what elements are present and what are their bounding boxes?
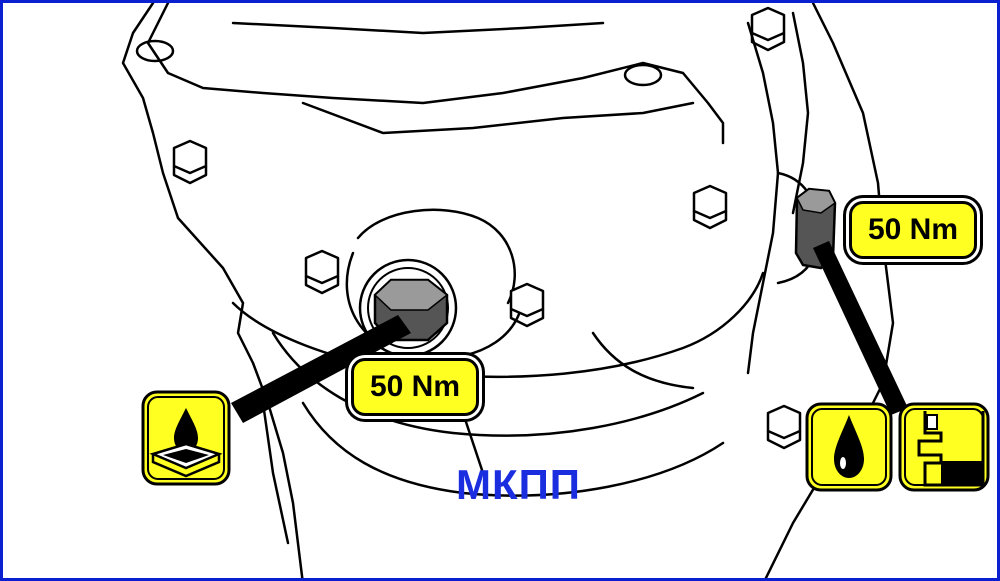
gearbox-title: МКПП — [456, 461, 581, 508]
fill-level-icon — [897, 401, 991, 493]
bolt — [692, 184, 728, 230]
torque-label-drain: 50 Nm — [351, 358, 479, 416]
oil-drain-icon — [139, 388, 233, 488]
bolt — [766, 404, 802, 450]
bolt — [172, 139, 208, 185]
oil-drop-icon — [804, 401, 894, 493]
bolt — [304, 249, 340, 295]
torque-label-fill: 50 Nm — [849, 201, 977, 259]
leader-lines — [231, 241, 908, 423]
bolt — [750, 6, 786, 52]
bolt — [509, 282, 545, 328]
gearbox-drawing — [121, 3, 908, 578]
